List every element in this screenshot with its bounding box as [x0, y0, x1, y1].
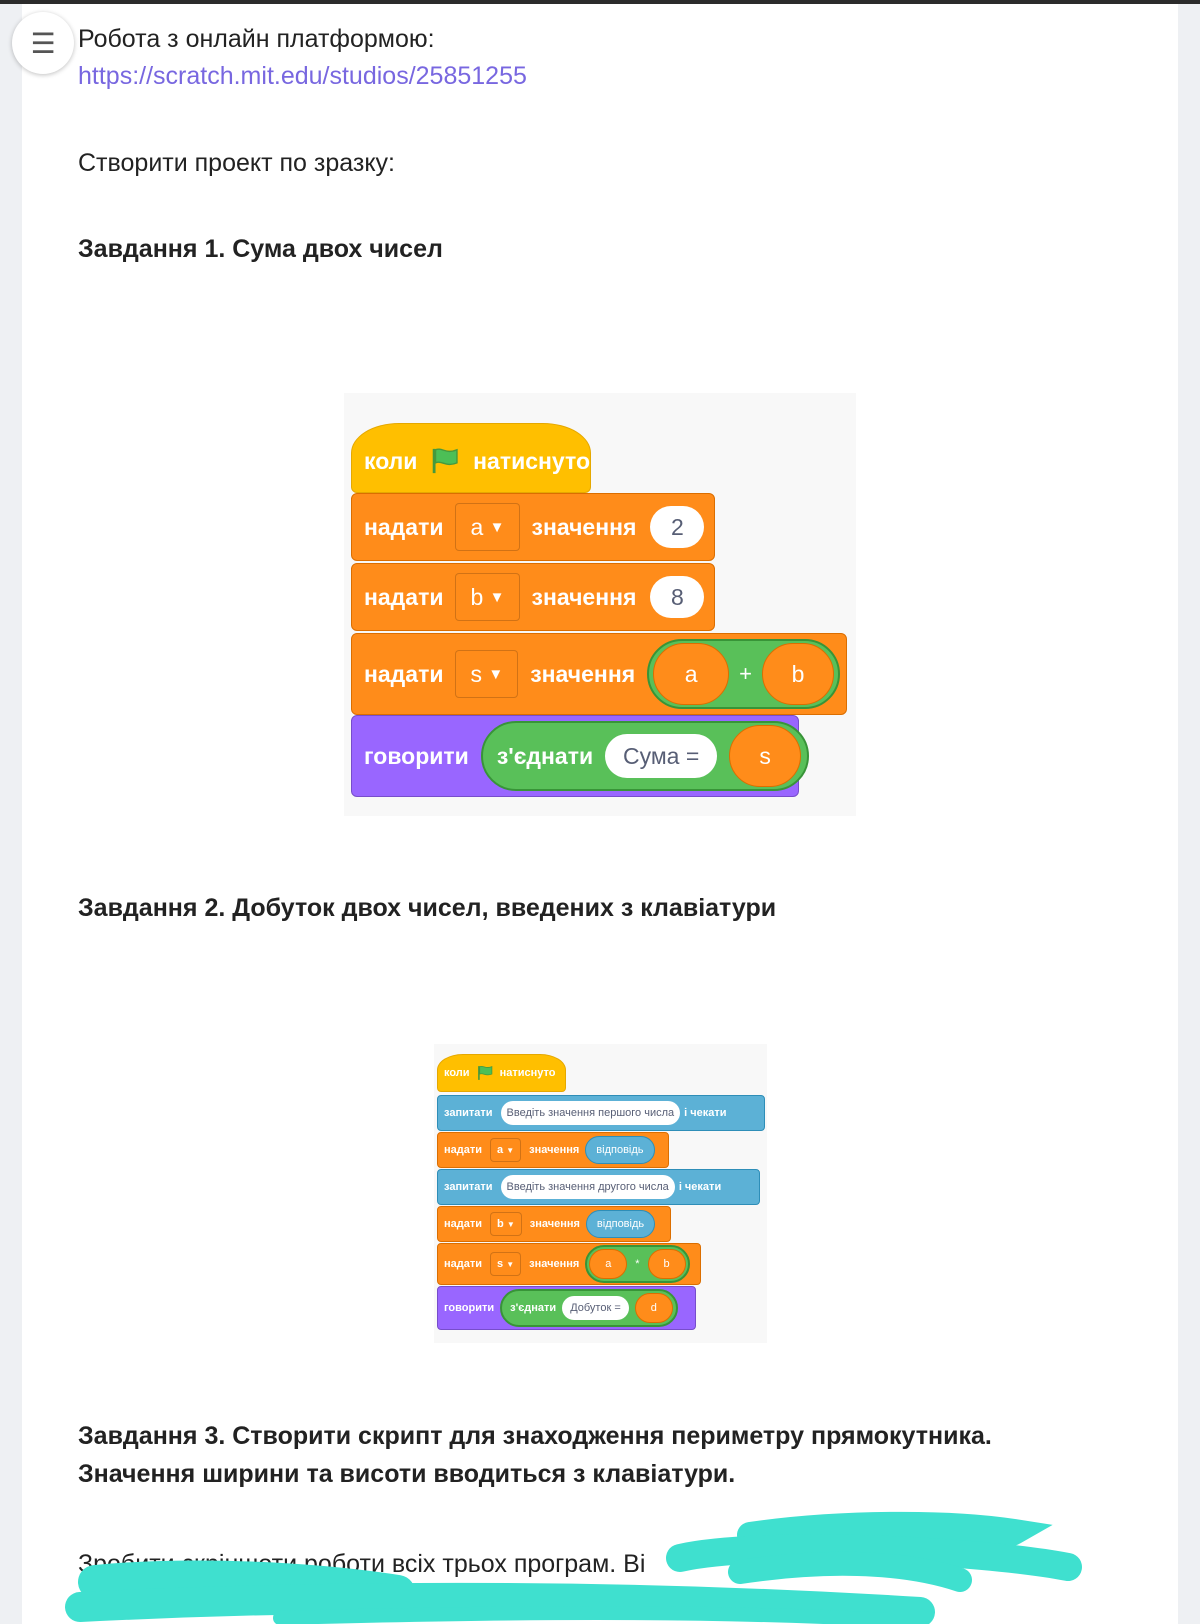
set-label: надати [364, 513, 444, 540]
dropdown-arrow-icon: ▼ [488, 665, 504, 683]
variable-name: s [470, 660, 482, 687]
set-s-block: надати s ▼ значення a * b [437, 1243, 701, 1285]
number-input: 8 [650, 576, 705, 618]
join-label: з'єднати [496, 742, 594, 769]
variable-dropdown: b ▼ [490, 1212, 522, 1236]
dropdown-arrow-icon: ▼ [506, 1259, 515, 1269]
value-label: значення [529, 1218, 580, 1230]
operator-symbol: * [635, 1258, 640, 1270]
variable-name: a [470, 513, 484, 540]
set-b-block: надати b ▼ значення 8 [351, 563, 715, 631]
dropdown-arrow-icon: ▼ [489, 588, 505, 606]
question-input: Введіть значення другого числа [500, 1175, 675, 1199]
join-operator: з'єднати Сума = s [480, 721, 810, 791]
variable-dropdown: a ▼ [455, 503, 520, 551]
intro-text: Створити проект по зразку: [78, 149, 396, 177]
variable-name: b [470, 583, 484, 610]
variable-name: s [497, 1258, 504, 1270]
ask-second-block: запитати Введіть значення другого числа … [437, 1169, 760, 1205]
say-label: говорити [444, 1302, 495, 1314]
variable-dropdown: s ▼ [455, 650, 519, 698]
join-operator: з'єднати Добуток = d [500, 1289, 678, 1327]
variable-reporter: a [589, 1249, 628, 1279]
platform-text: Робота з онлайн платформою: [78, 25, 435, 53]
variable-dropdown: a ▼ [490, 1138, 522, 1162]
set-label: надати [444, 1218, 483, 1230]
wait-label: і чекати [678, 1181, 722, 1193]
variable-dropdown: s ▼ [490, 1252, 522, 1276]
variable-reporter: d [634, 1293, 673, 1323]
footer-text-tail: оти [1002, 1550, 1041, 1578]
question-input: Введіть значення першого числа [500, 1101, 681, 1125]
answer-reporter: відповідь [585, 1136, 655, 1164]
multiply-operator: a * b [585, 1245, 690, 1283]
green-flag-icon [433, 448, 459, 474]
value-label: значення [531, 583, 637, 610]
dropdown-arrow-icon: ▼ [489, 518, 505, 536]
variable-reporter: s [729, 725, 802, 787]
set-b-block: надати b ▼ значення відповідь [437, 1206, 671, 1242]
event-when-label: коли [444, 1067, 470, 1079]
menu-button[interactable]: ☰ [12, 12, 74, 74]
set-label: надати [364, 583, 444, 610]
add-operator: a + b [647, 639, 840, 709]
set-a-block: надати a ▼ значення відповідь [437, 1132, 669, 1168]
event-clicked-label: натиснуто [473, 447, 590, 474]
green-flag-icon [477, 1065, 492, 1080]
text-input: Сума = [605, 734, 718, 778]
set-label: надати [444, 1258, 483, 1270]
set-s-block: надати s ▼ значення a + b [351, 633, 847, 715]
ask-label: запитати [444, 1181, 493, 1193]
when-flag-clicked-block: коли натиснуто [437, 1054, 566, 1092]
event-clicked-label: натиснуто [499, 1067, 556, 1079]
value-label: значення [529, 1258, 580, 1270]
answer-reporter: відповідь [585, 1210, 656, 1238]
text-input: Добуток = [562, 1296, 629, 1320]
task2-script-image: коли натиснуто запитати Введіть значення… [434, 1044, 767, 1343]
number-input: 2 [650, 506, 705, 548]
say-block: говорити з'єднати Добуток = d [437, 1286, 696, 1330]
dropdown-arrow-icon: ▼ [506, 1145, 515, 1155]
variable-reporter: b [647, 1249, 686, 1279]
variable-name: a [497, 1144, 504, 1156]
task2-title: Завдання 2. Добуток двох чисел, введених… [78, 894, 777, 922]
task1-script-image: коли натиснуто надати a ▼ значення 2 над… [344, 393, 856, 816]
set-label: надати [364, 660, 444, 687]
variable-dropdown: b ▼ [455, 573, 520, 621]
when-flag-clicked-block: коли натиснуто [351, 423, 591, 493]
join-label: з'єднати [510, 1302, 557, 1314]
value-label: значення [529, 1144, 580, 1156]
value-label: значення [530, 660, 636, 687]
event-when-label: коли [364, 447, 418, 474]
task1-title: Завдання 1. Сума двох чисел [78, 235, 443, 263]
task3-line2: Значення ширини та висоти вводиться з кл… [78, 1460, 736, 1488]
wait-label: і чекати [684, 1107, 727, 1119]
value-label: значення [531, 513, 637, 540]
variable-reporter: a [653, 643, 730, 705]
set-a-block: надати a ▼ значення 2 [351, 493, 715, 561]
dropdown-arrow-icon: ▼ [506, 1219, 515, 1229]
footer-text: Зробити скріншоти роботи всіх трьох прог… [78, 1550, 646, 1578]
set-label: надати [444, 1144, 483, 1156]
operator-symbol: + [739, 661, 752, 686]
top-edge [0, 0, 1200, 4]
task3-line1: Завдання 3. Створити скрипт для знаходже… [78, 1422, 992, 1450]
studio-link[interactable]: https://scratch.mit.edu/studios/25851255 [78, 62, 527, 90]
say-label: говорити [364, 742, 469, 769]
ask-label: запитати [444, 1107, 493, 1119]
variable-reporter: b [762, 643, 834, 705]
hamburger-icon: ☰ [30, 26, 56, 60]
say-block: говорити з'єднати Сума = s [351, 715, 810, 797]
variable-name: b [497, 1218, 504, 1230]
ask-first-block: запитати Введіть значення першого числа … [437, 1095, 765, 1131]
